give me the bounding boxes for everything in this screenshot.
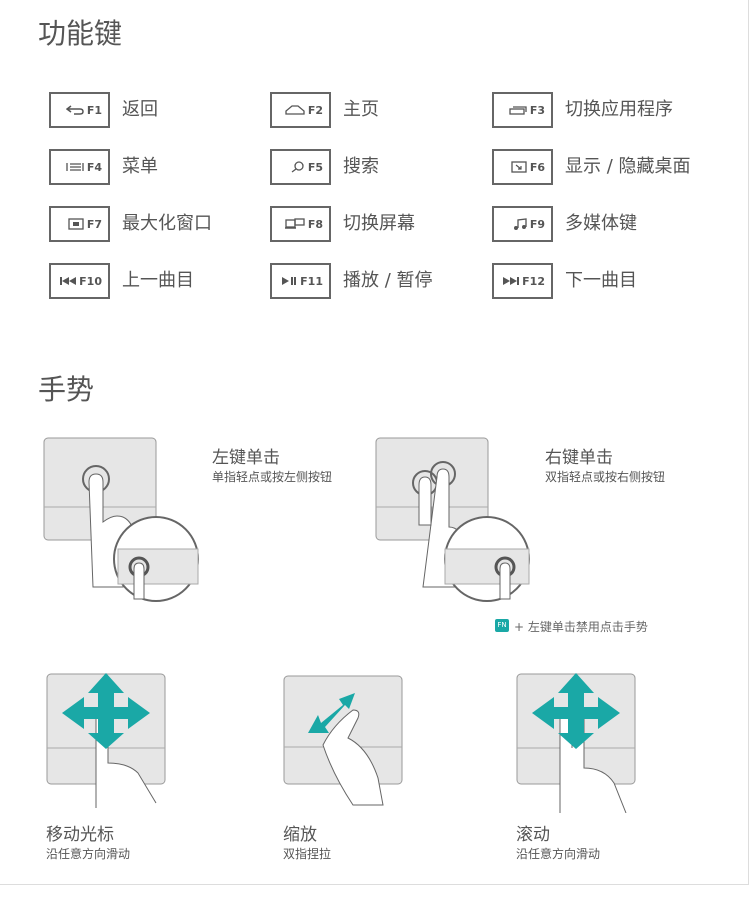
- gesture-title: 滚动: [516, 825, 550, 845]
- gesture-title: 右键单击: [545, 448, 613, 468]
- gesture-title: 左键单击: [212, 448, 280, 468]
- zoom-illustration: [283, 675, 403, 806]
- back-icon: [65, 105, 84, 115]
- function-key-label: 显示 / 隐藏桌面: [565, 156, 691, 177]
- menu-icon: [66, 162, 84, 172]
- gesture-desc: 单指轻点或按左侧按钮: [212, 470, 333, 484]
- function-key-f6: F6: [492, 149, 553, 185]
- key-name: F7: [86, 217, 102, 231]
- gesture-desc: 双指轻点或按右侧按钮: [545, 470, 666, 484]
- key-name: F11: [300, 274, 323, 288]
- function-key-label: 菜单: [122, 156, 158, 177]
- key-name: F2: [307, 103, 323, 117]
- scroll-illustration: [516, 673, 636, 813]
- function-key-f7: F7: [49, 206, 110, 242]
- show-desktop-icon: [511, 161, 527, 173]
- search-icon: [291, 161, 305, 173]
- function-key-f8: F8: [270, 206, 331, 242]
- function-key-f11: F11: [270, 263, 331, 299]
- function-key-label: 下一曲目: [565, 270, 637, 291]
- switch-screen-icon: [284, 218, 305, 230]
- function-key-label: 返回: [122, 99, 158, 120]
- function-key-f5: F5: [270, 149, 331, 185]
- gesture-desc: 双指捏拉: [283, 847, 332, 861]
- function-key-f12: F12: [492, 263, 553, 299]
- home-icon: [285, 105, 305, 115]
- gesture-desc: 沿任意方向滑动: [516, 847, 601, 861]
- function-key-label: 上一曲目: [122, 270, 194, 291]
- move-cursor-illustration: [46, 673, 166, 808]
- function-key-f4: F4: [49, 149, 110, 185]
- key-name: F12: [522, 274, 545, 288]
- previous-track-icon: [60, 276, 77, 286]
- right-click-illustration: [375, 437, 530, 602]
- section-title-gestures: 手势: [38, 373, 95, 406]
- next-track-icon: [503, 276, 520, 286]
- key-name: F10: [79, 274, 102, 288]
- left-click-illustration: [43, 437, 199, 602]
- key-name: F9: [529, 217, 545, 231]
- page-frame: [0, 0, 749, 885]
- function-key-label: 多媒体键: [565, 213, 637, 234]
- switch-app-icon: [509, 105, 527, 115]
- fn-note-text: + 左键单击禁用点击手势: [514, 620, 648, 634]
- play-pause-icon: [281, 276, 297, 286]
- gesture-title: 缩放: [283, 825, 317, 845]
- music-icon: [513, 218, 527, 230]
- function-key-f9: F9: [492, 206, 553, 242]
- key-name: F3: [529, 103, 545, 117]
- function-key-label: 主页: [343, 99, 379, 120]
- key-name: F1: [86, 103, 102, 117]
- gesture-title: 移动光标: [46, 825, 114, 845]
- function-key-label: 切换屏幕: [343, 213, 415, 234]
- function-key-f1: F1: [49, 92, 110, 128]
- key-name: F4: [86, 160, 102, 174]
- function-key-label: 播放 / 暂停: [343, 270, 433, 291]
- function-key-label: 搜索: [343, 156, 379, 177]
- function-key-f2: F2: [270, 92, 331, 128]
- function-key-label: 最大化窗口: [122, 213, 212, 234]
- key-name: F8: [307, 217, 323, 231]
- maximize-icon: [68, 218, 84, 230]
- function-key-label: 切换应用程序: [565, 99, 673, 120]
- section-title-function-keys: 功能键: [38, 17, 123, 50]
- function-key-f10: F10: [49, 263, 110, 299]
- gesture-desc: 沿任意方向滑动: [46, 847, 131, 861]
- key-name: F5: [307, 160, 323, 174]
- function-key-f3: F3: [492, 92, 553, 128]
- fn-key-badge: FN: [495, 619, 509, 632]
- key-name: F6: [529, 160, 545, 174]
